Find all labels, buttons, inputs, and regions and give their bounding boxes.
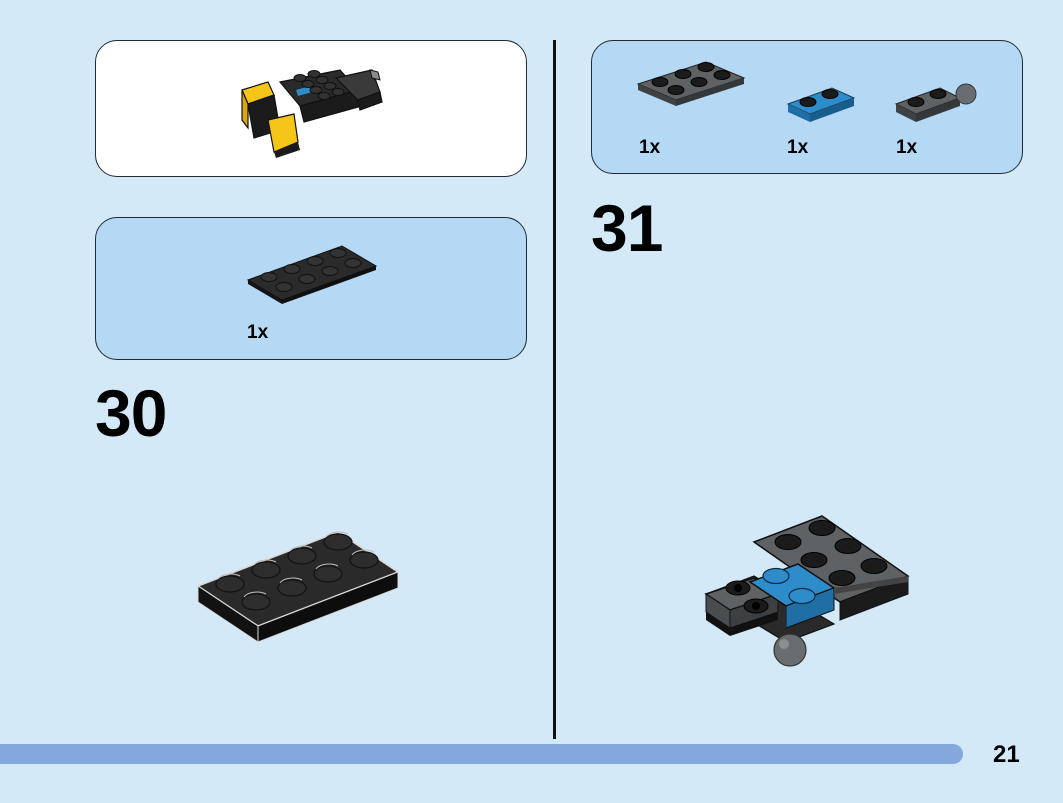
part-quantity: 1x <box>639 137 661 158</box>
part-quantity: 1x <box>787 137 809 158</box>
page-number: 21 <box>993 741 1020 768</box>
page-progress-bar <box>0 744 963 764</box>
column-divider <box>553 40 556 739</box>
part-quantity: 1x <box>247 322 269 343</box>
blue-plate-1x2-part-icon <box>786 87 856 122</box>
step-number: 31 <box>591 191 663 265</box>
step-30-build-image <box>196 531 400 643</box>
subassembly-model-image <box>241 69 383 158</box>
dark-gray-plate-ball-part-icon <box>894 83 977 122</box>
step-31-build-image <box>704 515 910 667</box>
step-number: 30 <box>95 376 167 450</box>
black-plate-2x4-part-icon <box>246 245 378 304</box>
part-quantity: 1x <box>896 137 918 158</box>
dark-gray-plate-2x3-part-icon <box>636 61 746 106</box>
